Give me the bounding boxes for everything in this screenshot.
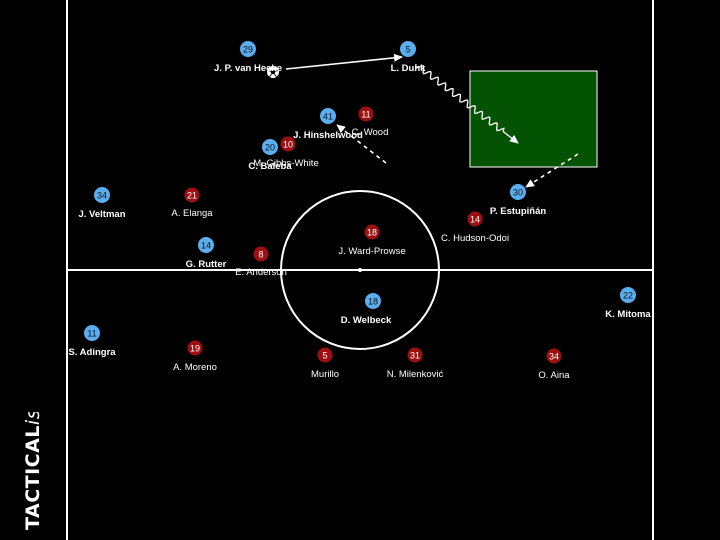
player-number: 8 bbox=[258, 250, 263, 260]
player-number: 30 bbox=[513, 188, 523, 198]
player-number: 5 bbox=[322, 351, 327, 361]
player-number: 14 bbox=[201, 241, 211, 251]
player-marker-red: 14 bbox=[467, 211, 483, 227]
player-marker-red: 31 bbox=[407, 347, 423, 363]
player-name: J. P. van Hecke bbox=[214, 63, 282, 74]
player-marker-blue: 18 bbox=[365, 293, 381, 309]
player-marker-blue: 14 bbox=[198, 237, 214, 253]
player-dot bbox=[407, 347, 423, 363]
player-name: K. Mitoma bbox=[605, 309, 651, 320]
player-name: A. Moreno bbox=[173, 362, 217, 373]
player-name: C. Baleba bbox=[248, 161, 292, 172]
player-marker-blue: 29 bbox=[240, 41, 256, 57]
player-name: P. Estupiñán bbox=[490, 206, 547, 217]
player-dot bbox=[198, 237, 214, 253]
centre-circle bbox=[280, 190, 440, 350]
brand-suffix: ista bbox=[22, 412, 42, 425]
player-marker-red: 34 bbox=[546, 348, 562, 364]
player-name: J. Ward-Prowse bbox=[338, 246, 405, 257]
player-number: 22 bbox=[623, 291, 633, 301]
player-dot bbox=[467, 211, 483, 227]
player-number: 20 bbox=[265, 143, 275, 153]
player-name: E. Anderson bbox=[235, 267, 287, 278]
player-name: J. Veltman bbox=[79, 209, 126, 220]
player-marker-red: 19 bbox=[187, 340, 203, 356]
svg-text:TACTICALista: TACTICALista bbox=[22, 412, 42, 530]
run-arrow-estupinan bbox=[525, 153, 579, 188]
centre-spot bbox=[358, 268, 362, 272]
player-number: 18 bbox=[367, 228, 377, 238]
pass-arrow bbox=[285, 53, 403, 70]
player-marker-red: 5 bbox=[317, 347, 333, 363]
player-marker-red: 18 bbox=[364, 224, 380, 240]
player-number: 29 bbox=[243, 45, 253, 55]
player-name: O. Aina bbox=[538, 370, 570, 381]
player-dot bbox=[280, 136, 296, 152]
player-marker-blue: 34 bbox=[94, 187, 110, 203]
player-markers: 29 5 41 11 10 20 34 21 30 14 18 14 8 22 18 11 19 5 31 34 bbox=[84, 41, 636, 364]
player-dot bbox=[400, 41, 416, 57]
player-dot bbox=[240, 41, 256, 57]
player-name: C. Wood bbox=[352, 127, 389, 138]
player-marker-blue: 20 bbox=[262, 139, 278, 155]
player-marker-blue: 41 bbox=[320, 108, 336, 124]
player-dot bbox=[364, 224, 380, 240]
player-number: 14 bbox=[470, 215, 480, 225]
player-name: A. Elanga bbox=[171, 208, 213, 219]
player-dot bbox=[262, 139, 278, 155]
player-dot bbox=[510, 184, 526, 200]
player-marker-blue: 22 bbox=[620, 287, 636, 303]
player-number: 21 bbox=[187, 191, 197, 201]
player-name: N. Milenković bbox=[387, 369, 444, 380]
player-number: 18 bbox=[368, 297, 378, 307]
player-name: L. Dunk bbox=[391, 63, 427, 74]
player-marker-blue: 5 bbox=[400, 41, 416, 57]
player-marker-red: 21 bbox=[184, 187, 200, 203]
player-dot bbox=[365, 293, 381, 309]
player-dot bbox=[187, 340, 203, 356]
tacticalista-logo: TACTICALista bbox=[22, 412, 42, 530]
player-number: 19 bbox=[190, 344, 200, 354]
player-dot bbox=[358, 106, 374, 122]
player-marker-red: 11 bbox=[358, 106, 374, 122]
brand-main: TACTICAL bbox=[22, 425, 42, 530]
run-arrow-hinshelwood bbox=[336, 124, 387, 164]
football-icon bbox=[266, 65, 280, 79]
player-dot bbox=[546, 348, 562, 364]
player-name: D. Welbeck bbox=[341, 315, 392, 326]
player-number: 11 bbox=[87, 329, 96, 339]
player-number: 5 bbox=[405, 45, 410, 55]
dribble-arrow bbox=[414, 63, 519, 144]
player-marker-blue: 30 bbox=[510, 184, 526, 200]
player-dot bbox=[253, 246, 269, 262]
player-marker-red: 10 bbox=[280, 136, 296, 152]
player-number: 34 bbox=[549, 352, 559, 362]
player-dot bbox=[620, 287, 636, 303]
player-name: J. Hinshelwood bbox=[293, 130, 363, 141]
player-name: S. Adingra bbox=[68, 347, 116, 358]
movement-arrows bbox=[285, 53, 579, 188]
player-name: M. Gibbs-White bbox=[253, 158, 318, 169]
player-number: 34 bbox=[97, 191, 107, 201]
highlight-zone bbox=[469, 70, 598, 168]
player-name: G. Rutter bbox=[186, 259, 227, 270]
player-number: 10 bbox=[283, 140, 293, 150]
player-number: 41 bbox=[323, 112, 333, 122]
player-dot bbox=[317, 347, 333, 363]
player-dot bbox=[84, 325, 100, 341]
player-marker-red: 8 bbox=[253, 246, 269, 262]
player-number: 11 bbox=[361, 110, 370, 120]
player-dot bbox=[184, 187, 200, 203]
player-name: Murillo bbox=[311, 369, 339, 380]
player-dot bbox=[94, 187, 110, 203]
player-dot bbox=[320, 108, 336, 124]
player-marker-blue: 11 bbox=[84, 325, 100, 341]
player-number: 31 bbox=[410, 351, 420, 361]
player-name: C. Hudson-Odoi bbox=[441, 233, 509, 244]
